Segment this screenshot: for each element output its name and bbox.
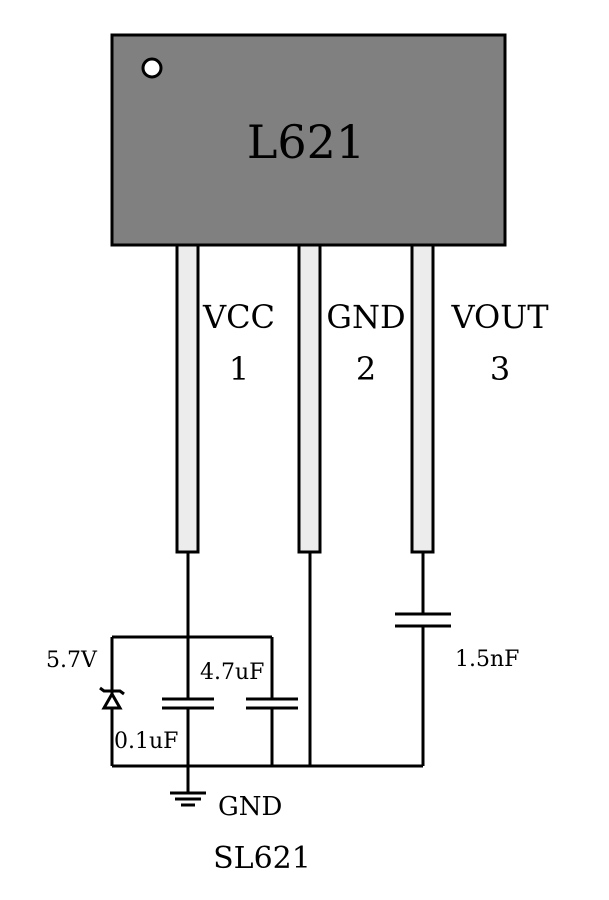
pin-leg-vcc xyxy=(175,243,200,554)
pin-number-gnd: 2 xyxy=(356,350,376,388)
chip-body xyxy=(110,33,507,247)
pin-name-vout: VOUT xyxy=(450,298,549,336)
capacitor-1-5nf xyxy=(395,612,451,628)
caption: SL621 xyxy=(213,841,311,876)
zener-diode-icon xyxy=(99,686,125,710)
ground-symbol-icon xyxy=(170,791,206,807)
chip-label: L621 xyxy=(247,115,365,169)
pin-number-vcc: 1 xyxy=(229,350,249,388)
wiring xyxy=(110,552,425,793)
cap-output-label: 1.5nF xyxy=(455,647,519,672)
pin-leg-gnd xyxy=(297,243,322,554)
pin1-marker-icon xyxy=(141,57,163,79)
cap-bulk-label: 4.7uF xyxy=(200,660,264,685)
pin-name-gnd: GND xyxy=(326,298,405,336)
ground-label: GND xyxy=(218,792,282,822)
capacitor-0-1uf xyxy=(162,697,214,710)
zener-label: 5.7V xyxy=(46,648,98,673)
capacitor-4-7uf xyxy=(246,697,298,710)
pin-name-vcc: VCC xyxy=(202,298,275,336)
pin-leg-vout xyxy=(410,243,435,554)
pin-number-vout: 3 xyxy=(490,350,510,388)
cap-bypass-label: 0.1uF xyxy=(114,729,178,754)
